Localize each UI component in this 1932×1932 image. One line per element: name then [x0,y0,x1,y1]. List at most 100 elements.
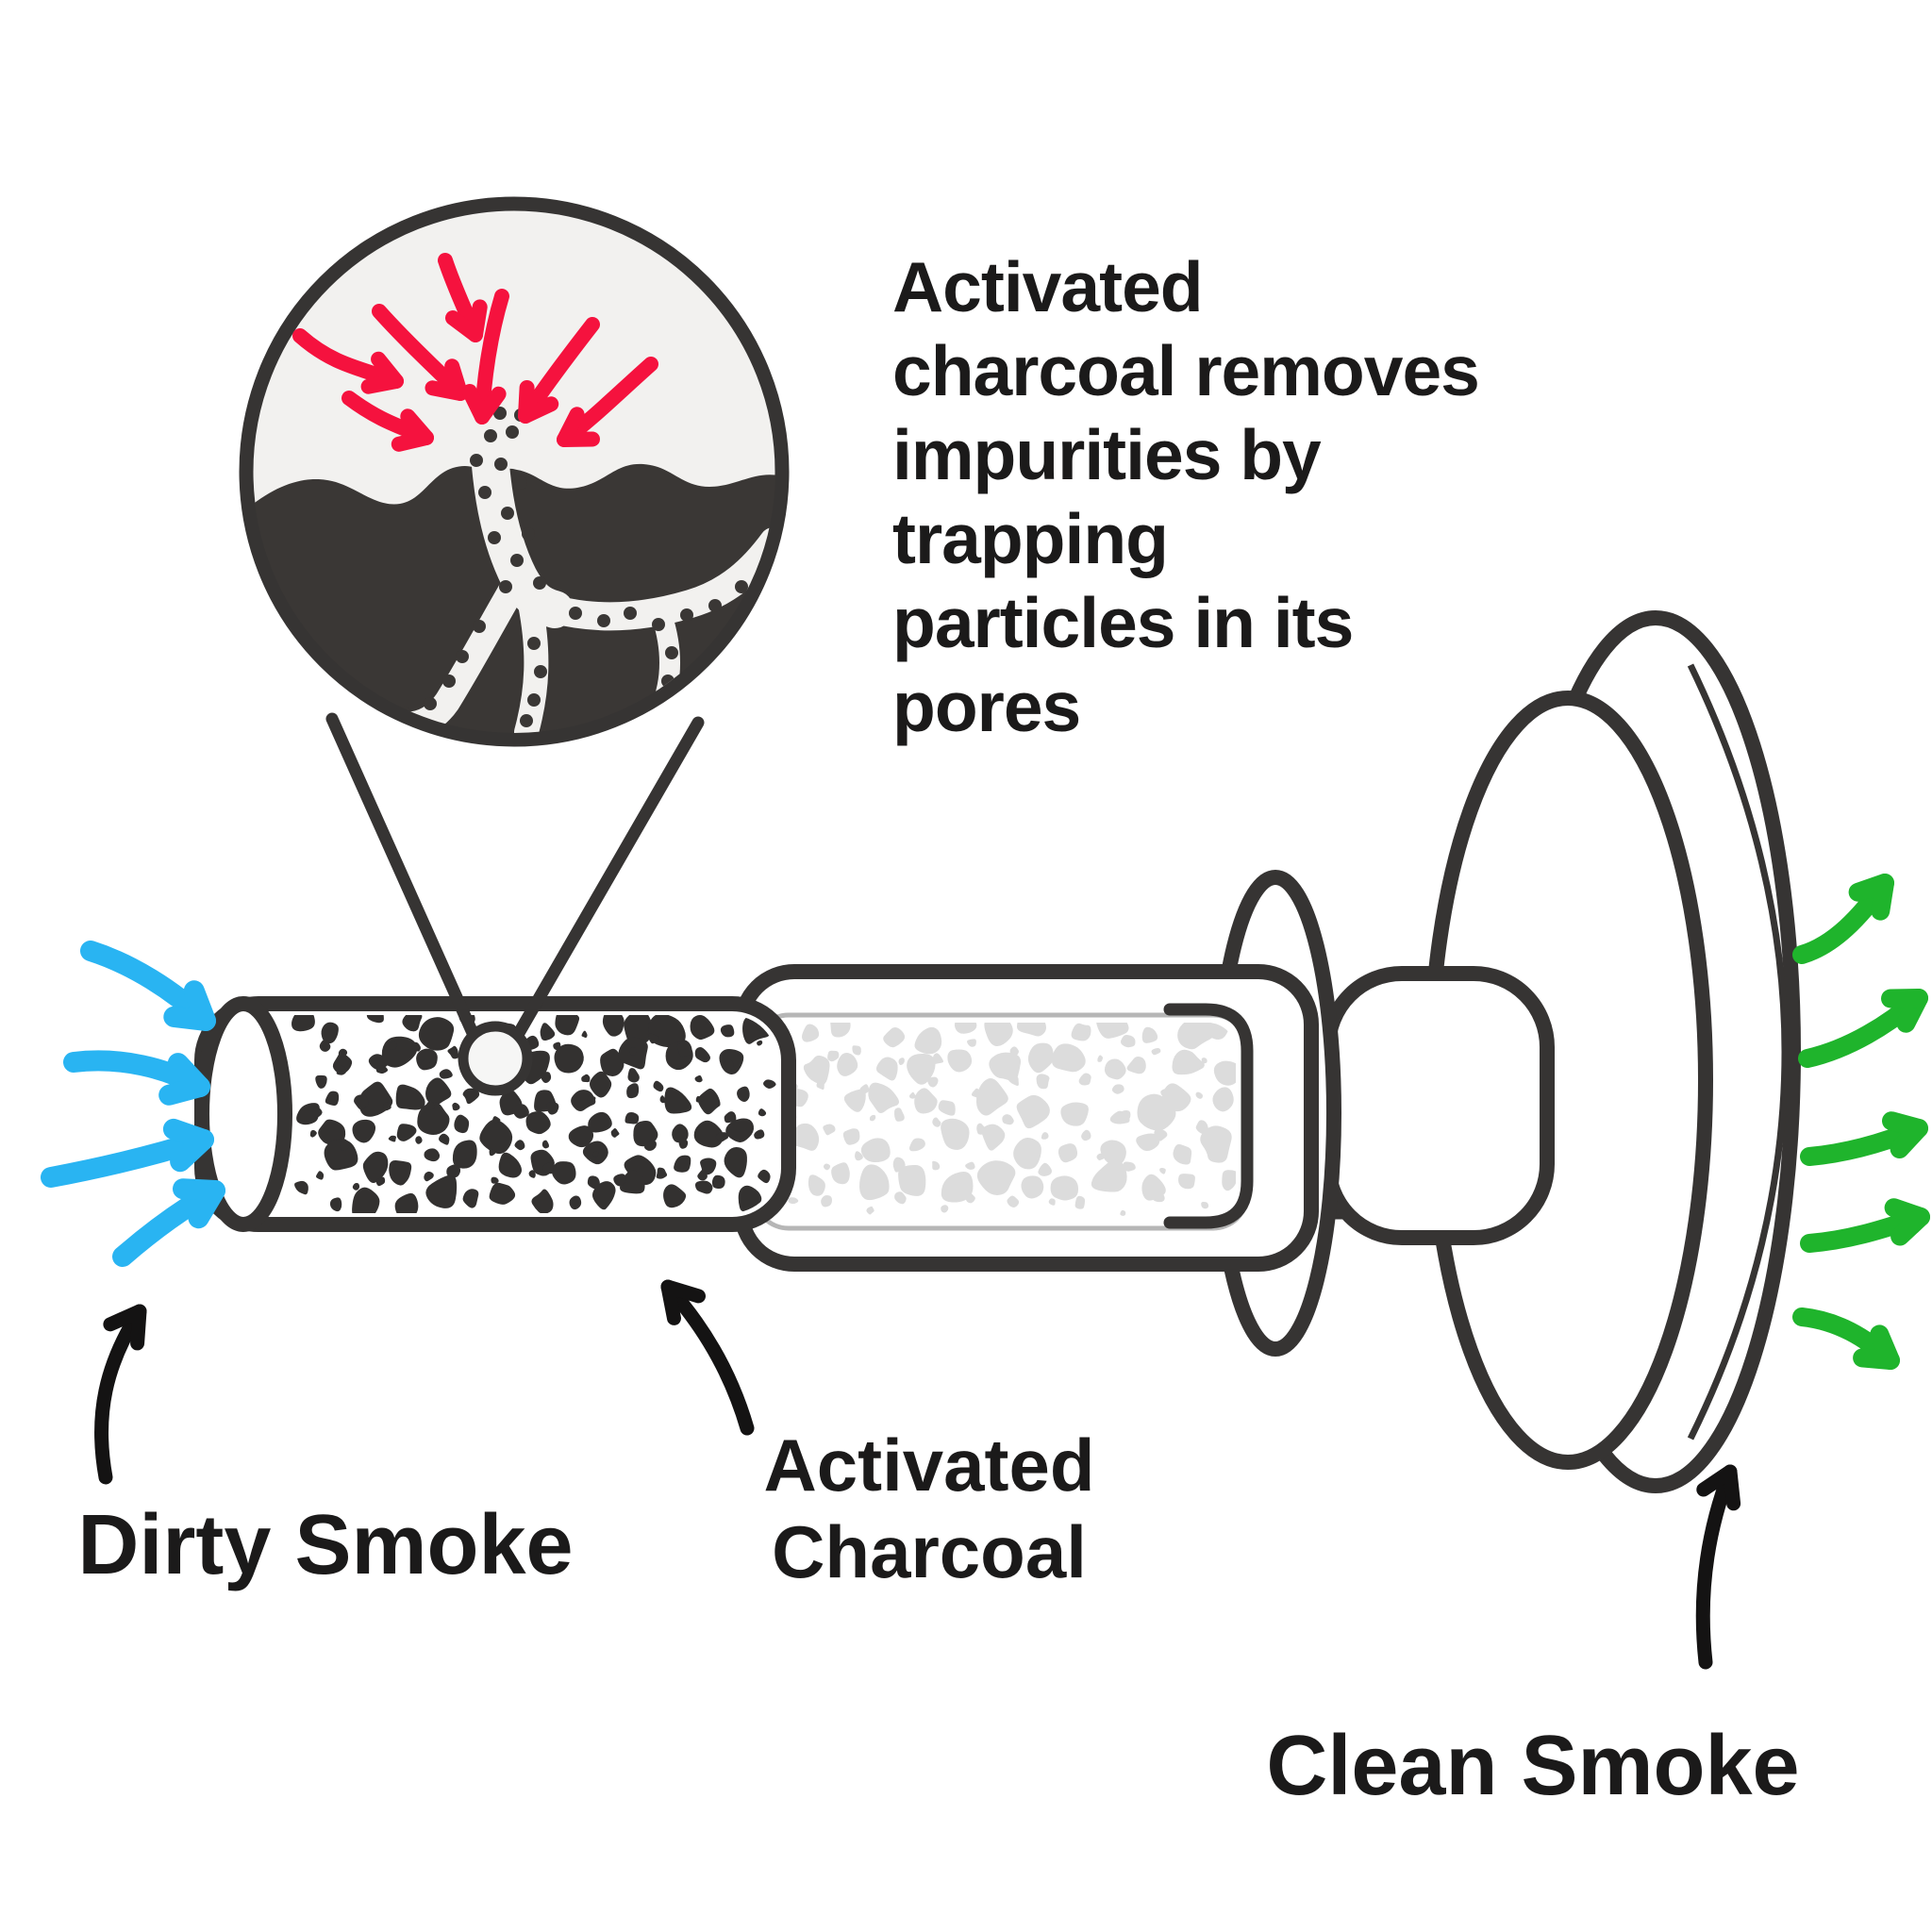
cotton-granule [816,1078,824,1091]
charcoal-granule [737,1086,750,1102]
charcoal-granule [389,1041,397,1051]
particle-dot [499,580,512,593]
cotton-granule [976,1160,1016,1195]
cotton-granule [1212,1087,1234,1112]
clean-smoke-arrow-head [1848,874,1894,921]
cotton-granule [788,1197,799,1205]
particle-dot [624,607,637,620]
charcoal-granule [724,1146,747,1178]
cotton-granule [1009,1046,1019,1057]
cotton-granule [830,1023,851,1038]
cotton-granule [1058,1143,1078,1163]
particle-dot [484,429,497,442]
charcoal-granule [324,1139,358,1171]
cotton-granule [971,1088,980,1099]
charcoal-granule [352,1187,380,1213]
charcoal-granule [571,1090,596,1112]
charcoal-granule [462,1088,480,1105]
charcoal-granule [309,1129,317,1138]
cotton-granule [914,1088,938,1114]
particle-dot [473,620,486,633]
cotton-granule [1091,1158,1127,1192]
filter-device [194,610,1801,1493]
charcoal-granule [587,1094,596,1105]
cotton-granule [1038,1162,1052,1176]
cotton-granule [1120,1035,1136,1048]
cotton-granule [954,1023,977,1034]
charcoal-granule [725,1118,755,1143]
charcoal-granule [569,1195,582,1210]
cotton-granule [1048,1198,1056,1206]
charcoal-granule [382,1102,391,1111]
cotton-granule [821,1195,832,1208]
charcoal-granule [352,1119,376,1143]
charcoal-granule [694,1046,711,1063]
impurity-arrow-head [425,358,468,401]
particle-dot [735,580,748,593]
cotton-granule [1151,1189,1165,1203]
callout-spot [458,1021,533,1096]
cartridge-end-cap [1163,1003,1254,1229]
charcoal-granule [321,1022,339,1044]
cotton-granule [1160,1089,1167,1096]
charcoal-granule [525,1110,551,1135]
charcoal-granule [362,1151,389,1183]
charcoal-granule [420,1058,431,1071]
particle-dot [708,599,722,612]
cotton-granule [837,1053,858,1076]
charcoal-granule [697,1088,721,1115]
cotton-granule [808,1174,825,1196]
charcoal-granule [620,1170,645,1194]
dirty-smoke-arrows [41,941,225,1267]
particle-dot [665,646,678,659]
charcoal-granule [340,1139,350,1151]
pointer-arrow [94,1304,147,1485]
particle-dot [506,425,519,439]
cotton-granule [842,1128,860,1145]
charcoal-granule [711,1174,725,1190]
charcoal-granule [763,1079,776,1089]
charcoal-granule [674,1155,691,1173]
charcoal-granule [411,1041,421,1052]
charcoal-granule [546,1102,559,1115]
charcoal-granule [315,1074,327,1089]
particle-dot [478,486,491,499]
charcoal-granule [336,1065,347,1075]
impurity-arrow-head [518,380,559,424]
particle-dot [569,607,582,620]
cotton-granule [1074,1195,1086,1209]
charcoal-granule [758,1108,767,1117]
particle-dot [510,554,524,567]
charcoal-granule [425,1174,458,1208]
charcoal-granule [332,1052,353,1074]
dirty-smoke-label: Dirty Smoke [77,1498,573,1592]
charcoal-granule [541,1072,552,1084]
cotton-granule [1060,1102,1089,1126]
charcoal-granule [424,1171,434,1182]
cotton-granule [1096,1023,1129,1039]
cotton-granule [1195,1120,1208,1135]
charcoal-granule [417,1102,450,1135]
charcoal-granule [610,1127,620,1138]
charcoal-granule [581,1074,591,1083]
description-block: Activated charcoal removes impurities by… [892,247,1480,746]
charcoal-granule [491,1176,499,1184]
charcoal-granule [531,1189,554,1213]
description-line: impurities by [892,415,1322,494]
clean-smoke-arrows [1792,874,1930,1370]
charcoal-granule [656,1167,668,1179]
cotton-granule [1100,1140,1126,1166]
charcoal-granule [672,1124,689,1143]
charcoal-granule [296,1103,320,1125]
impurity-arrow-head [360,351,404,394]
impurity-arrow-head [557,407,600,447]
cotton-granule [908,1091,917,1099]
charcoal-granule [697,1169,708,1181]
charcoal-granule [624,1015,653,1047]
cotton-granule [898,1164,926,1196]
particle-dot [522,527,535,541]
charcoal-granule [754,1129,765,1140]
cotton-granule [1151,1047,1161,1056]
